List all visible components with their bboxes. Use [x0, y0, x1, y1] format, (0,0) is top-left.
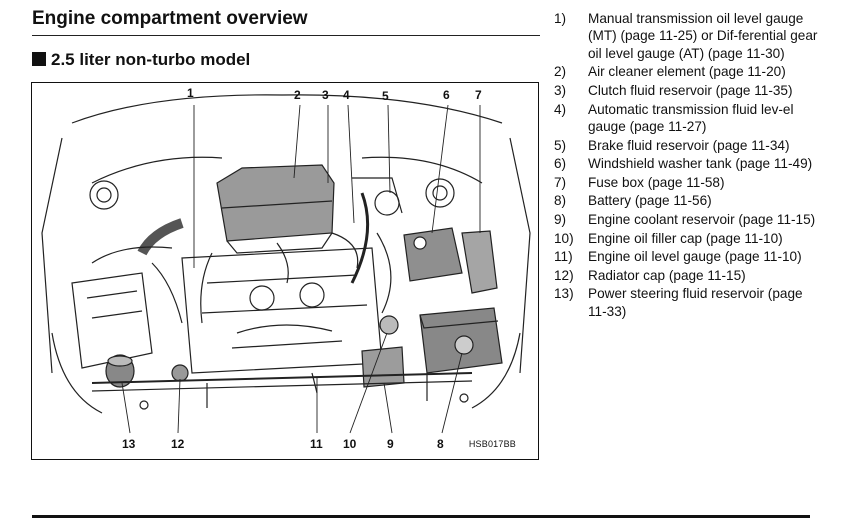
legend-text: Engine oil filler cap (page 11-10)	[588, 230, 783, 246]
legend-number: 1)	[554, 11, 567, 26]
callout-9: 9	[387, 437, 394, 451]
legend-number: 6)	[554, 156, 567, 172]
legend-text: Battery (page 11-56)	[588, 193, 712, 209]
legend-number: 2)	[554, 64, 567, 80]
callout-2: 2	[294, 88, 301, 102]
callout-11: 11	[310, 437, 323, 451]
legend-number: 4)	[554, 101, 567, 117]
legend-item: 10) Engine oil filler cap (page 11-10)	[554, 230, 824, 247]
legend-text: Clutch fluid reservoir (page 11-35)	[588, 83, 793, 98]
legend-text: Engine oil level gauge (page 11-10)	[588, 249, 802, 265]
legend-text: Engine coolant reservoir (page 11-15)	[588, 211, 816, 227]
page-title: Engine compartment overview	[32, 8, 308, 29]
legend-item: 2) Air cleaner element (page 11-20)	[554, 63, 824, 80]
legend-item: 7) Fuse box (page 11-58)	[554, 174, 824, 191]
section-subtitle: 2.5 liter non-turbo model	[32, 50, 250, 70]
callout-4: 4	[343, 88, 350, 102]
square-bullet-icon	[32, 52, 46, 66]
legend-number: 9)	[554, 211, 567, 227]
legend-text: Windshield washer tank (page 11-49)	[588, 156, 813, 172]
callout-7: 7	[475, 88, 482, 102]
callout-1: 1	[187, 86, 194, 100]
legend-text: Radiator cap (page 11-15)	[588, 267, 746, 283]
engine-illustration	[41, 94, 531, 434]
legend-item: 6) Windshield washer tank (page 11-49)	[554, 155, 824, 172]
legend-number: 8)	[554, 193, 567, 209]
legend-number: 3)	[554, 83, 567, 98]
callout-6: 6	[443, 88, 450, 102]
legend-text: Air cleaner element (page 11-20)	[588, 64, 786, 80]
legend-item: 5) Brake fluid reservoir (page 11-34)	[554, 137, 824, 154]
subtitle-text: 2.5 liter non-turbo model	[51, 50, 251, 69]
legend-text: Manual transmission oil level gauge (MT)…	[588, 11, 818, 61]
legend-item: 1) Manual transmission oil level gauge (M…	[554, 10, 824, 62]
footer-divider	[32, 515, 810, 518]
legend-item: 8) Battery (page 11-56)	[554, 192, 824, 209]
callout-10: 10	[343, 437, 357, 451]
legend-number: 11)	[554, 249, 573, 265]
legend-number: 12)	[554, 267, 574, 283]
legend-number: 10)	[554, 230, 574, 246]
callout-13: 13	[122, 437, 136, 451]
legend-number: 5)	[554, 137, 567, 153]
legend-item: 9) Engine coolant reservoir (page 11-15)	[554, 211, 824, 228]
callout-8: 8	[437, 437, 444, 451]
legend-text: Automatic transmission fluid lev-el gaug…	[588, 101, 794, 134]
figure-code: HSB017BB	[468, 439, 516, 449]
callout-3: 3	[322, 88, 329, 102]
engine-diagram: 1 2 3 4 5 6 7 13 12 11 10 9 8 HSB017BB	[31, 82, 539, 460]
component-legend: 1) Manual transmission oil level gauge (M…	[554, 10, 824, 321]
callout-12: 12	[171, 437, 185, 451]
callout-5: 5	[382, 89, 389, 103]
legend-text: Power steering fluid reservoir (page 11-…	[588, 286, 803, 319]
title-divider	[32, 35, 540, 36]
legend-text: Fuse box (page 11-58)	[588, 174, 725, 190]
legend-item: 12) Radiator cap (page 11-15)	[554, 267, 824, 284]
legend-item: 13) Power steering fluid reservoir (page …	[554, 285, 824, 320]
legend-text: Brake fluid reservoir (page 11-34)	[588, 137, 790, 153]
legend-item: 3) Clutch fluid reservoir (page 11-35)	[554, 82, 824, 99]
legend-number: 7)	[554, 174, 567, 190]
legend-number: 13)	[554, 286, 574, 302]
legend-item: 11) Engine oil level gauge (page 11-10)	[554, 248, 824, 265]
legend-item: 4) Automatic transmission fluid lev-el ga…	[554, 101, 824, 136]
